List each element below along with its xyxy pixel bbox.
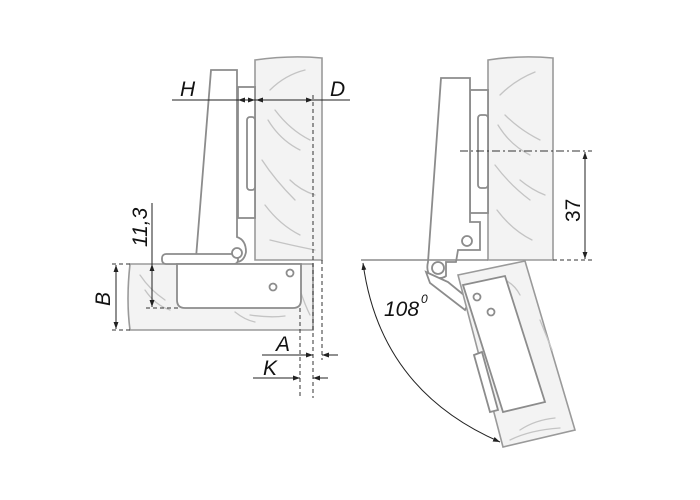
dimension-label-k: K	[263, 357, 278, 380]
dimension-label-b: B	[92, 292, 115, 306]
cabinet-side-panel	[487, 56, 554, 261]
dimension-label-37: 37	[562, 199, 585, 222]
screw-hole	[268, 282, 278, 292]
open-door-panel	[457, 260, 577, 448]
hinge-knuckle	[231, 247, 243, 259]
dimension-label-d: D	[330, 78, 345, 101]
mounting-plate	[237, 86, 256, 219]
hinge-cup-flange	[161, 253, 239, 265]
dimension-label-a: A	[274, 333, 290, 356]
cabinet-side-panel	[254, 56, 323, 261]
hinge-cup	[176, 263, 302, 309]
opening-angle-label: 108 0	[384, 292, 428, 321]
dimension-label-cup-depth: 11,3	[129, 207, 152, 247]
screw-hole	[285, 268, 295, 278]
angle-degree-sign: 0	[421, 292, 428, 306]
angle-value: 108	[384, 298, 419, 321]
left-closed-view: H D A K B 11,3	[92, 56, 350, 398]
hinge-knuckle	[461, 235, 473, 247]
hinge-knuckle	[431, 261, 445, 275]
right-open-view: 37 108 0	[361, 56, 592, 448]
dimension-label-h: H	[180, 78, 196, 101]
